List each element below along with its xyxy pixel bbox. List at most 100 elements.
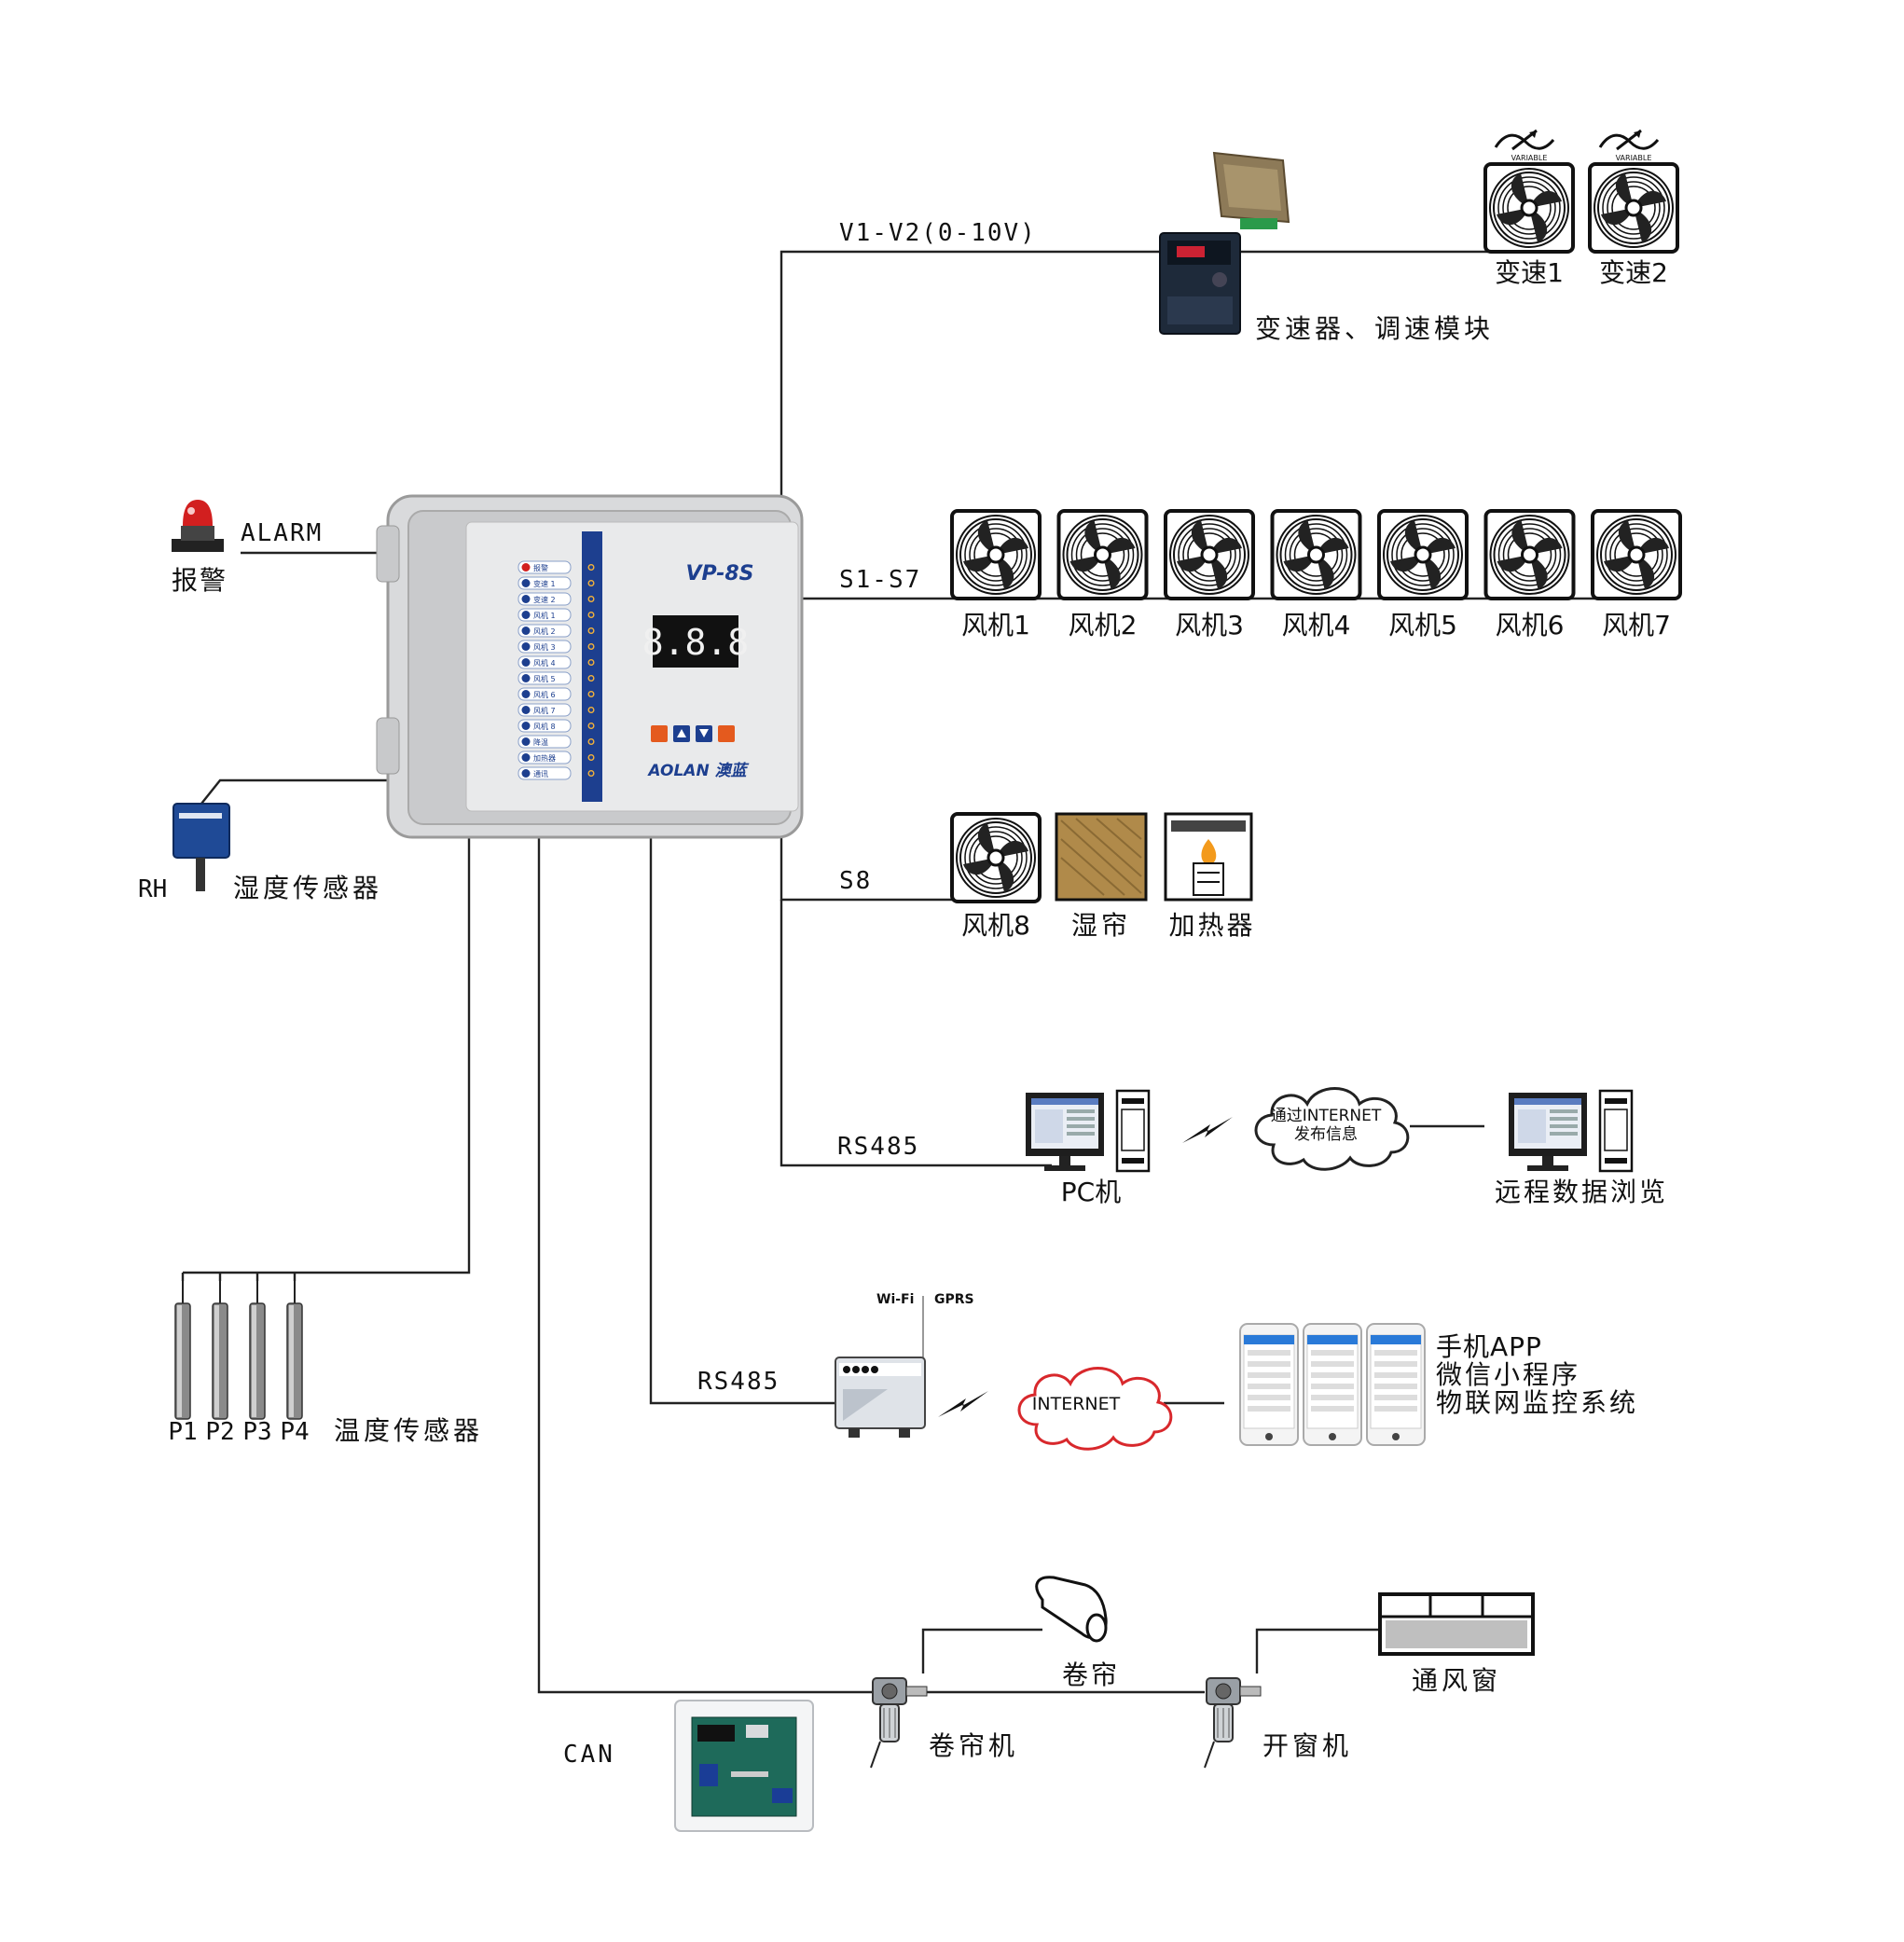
panel-item-label: 风机 3: [533, 642, 556, 652]
brand-logo: AOLAN 澳蓝: [646, 762, 749, 780]
alarm-lamp-icon: [172, 500, 224, 552]
curtain-icon: [1035, 1576, 1108, 1643]
panel-item-icon: [521, 563, 531, 572]
controller-display-digits: 8.8.8: [642, 622, 749, 663]
panel-item-label: 风机 2: [533, 627, 556, 636]
panel-item-icon: [521, 674, 531, 682]
can-controller-icon: [674, 1700, 814, 1832]
variable-fan-2-label: 变速2: [1599, 257, 1668, 288]
panel-led: [587, 707, 595, 714]
power-module-icon: [1212, 151, 1290, 229]
panel-item: [517, 592, 572, 606]
panel-item-icon: [521, 753, 531, 762]
controller-display: [653, 615, 738, 668]
panel-item: [517, 735, 572, 749]
humidity-sensor-label: 湿度传感器: [233, 873, 382, 903]
probe-label: P1: [168, 1418, 197, 1446]
panel-item-icon: [521, 579, 531, 587]
window-opener-icon: [1204, 1677, 1262, 1769]
panel-item-label: 变速 1: [533, 579, 556, 588]
panel-item: [517, 719, 572, 733]
panel-item: [517, 751, 572, 764]
panel-item: [517, 766, 572, 780]
panel-item-label: 降温: [533, 737, 548, 747]
panel-item: [517, 655, 572, 669]
panel-item-label: 加热器: [533, 753, 556, 763]
pc-icon: [1024, 1089, 1151, 1173]
rh-label: RH: [138, 875, 167, 903]
fan-6: [1483, 509, 1576, 600]
fan-4: [1270, 509, 1362, 600]
panel-item: [517, 576, 572, 590]
wireless-bolt-icon: [1182, 1117, 1233, 1143]
panel-item: [517, 671, 572, 685]
inverter-icon: [1159, 232, 1241, 335]
window-opener-label: 开窗机: [1262, 1730, 1352, 1761]
panel-led: [587, 627, 595, 635]
vent-window-icon: [1378, 1592, 1535, 1656]
fan-5: [1377, 509, 1469, 600]
panel-item: [517, 608, 572, 622]
cooling-pad-label: 湿帘: [1071, 910, 1131, 941]
panel-item-icon: [521, 642, 531, 651]
cloud-text-2: 发布信息: [1294, 1125, 1358, 1144]
fan-8-label: 风机8: [961, 910, 1030, 941]
remote-pc-icon: [1507, 1089, 1634, 1173]
inverter-label: 变速器、调速模块: [1255, 313, 1494, 344]
panel-item: [517, 687, 572, 701]
app-label-1: 手机APP: [1436, 1331, 1542, 1362]
s8-bus-label: S8: [839, 867, 872, 895]
phone-app-icon: [1239, 1323, 1426, 1446]
probe-label: P2: [205, 1418, 234, 1446]
variable-speed-icon: [1598, 129, 1660, 151]
panel-led: [587, 738, 595, 746]
probe-label: P4: [280, 1418, 309, 1446]
v1v2-bus-label: V1-V2(0-10V): [839, 219, 1037, 247]
panel-item-icon: [521, 706, 531, 714]
menu-button[interactable]: [651, 725, 668, 742]
rs485-gateway-bus-label: RS485: [697, 1368, 780, 1396]
panel-led: [587, 612, 595, 619]
panel-item-icon: [521, 611, 531, 619]
can-bus-label: CAN: [563, 1741, 615, 1769]
internet-label: INTERNET: [1032, 1394, 1121, 1414]
panel-led: [587, 770, 595, 778]
gprs-label: GPRS: [934, 1292, 974, 1307]
fan-4-label: 风机4: [1282, 610, 1351, 640]
panel-led: [587, 596, 595, 603]
temperature-probes: [174, 1280, 303, 1420]
fan-1-label: 风机1: [961, 610, 1030, 640]
alarm-bus-label: ALARM: [241, 519, 323, 547]
fan-5-label: 风机5: [1388, 610, 1457, 640]
fan-1: [950, 509, 1042, 600]
alarm-label: 报警: [172, 565, 228, 596]
cloud-text-1: 通过INTERNET: [1271, 1107, 1382, 1125]
temperature-sensor-label: 温度传感器: [334, 1415, 483, 1446]
humidity-sensor-icon: [172, 803, 230, 891]
panel-item-label: 通讯: [533, 769, 548, 778]
variable-fan-1-label: 变速1: [1495, 257, 1564, 288]
panel-led: [587, 659, 595, 667]
curtain-machine-label: 卷帘机: [929, 1730, 1018, 1761]
enter-button[interactable]: [718, 725, 735, 742]
variable-tag: VARIABLE: [1616, 154, 1652, 162]
panel-item-label: 变速 2: [533, 595, 556, 604]
remote-data-label: 远程数据浏览: [1495, 1177, 1668, 1207]
panel-led: [587, 691, 595, 698]
panel-item-label: 风机 5: [533, 674, 556, 683]
variable-fan-1: VARIABLE: [1483, 129, 1575, 254]
panel-item-icon: [521, 769, 531, 778]
fan-6-label: 风机6: [1496, 610, 1565, 640]
heater-label: 加热器: [1168, 910, 1255, 941]
panel-item-icon: [521, 690, 531, 698]
app-label-2: 微信小程序: [1436, 1359, 1580, 1390]
panel-led: [587, 564, 595, 572]
variable-speed-icon: [1494, 129, 1555, 151]
rs485-pc-bus-label: RS485: [837, 1133, 919, 1161]
curtain-machine-icon: [870, 1677, 928, 1769]
panel-item-icon: [521, 627, 531, 635]
fan-3: [1164, 509, 1255, 600]
panel-item-label: 风机 6: [533, 690, 556, 699]
